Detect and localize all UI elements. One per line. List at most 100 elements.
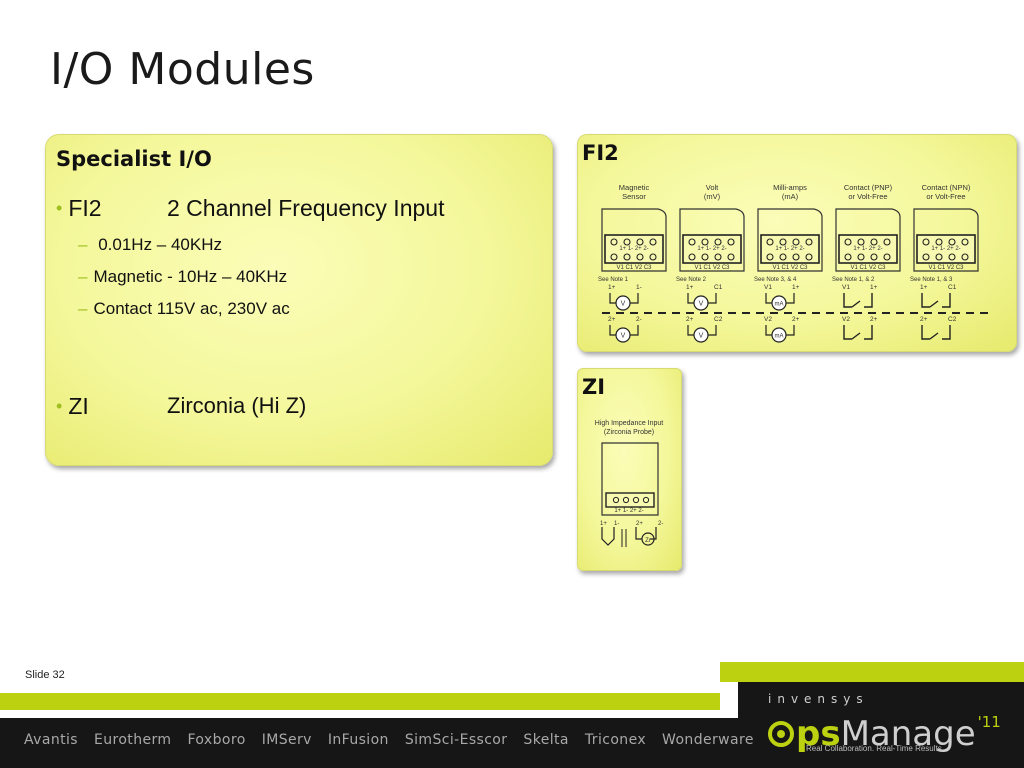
terminal-screw-icon: [935, 238, 943, 246]
terminal-screw-icon: [632, 496, 640, 504]
dash-icon: –: [78, 267, 88, 286]
meter-symbol: V: [621, 301, 626, 308]
footer-link-triconex[interactable]: Triconex: [584, 732, 647, 748]
terminal-screw-icon: [610, 253, 618, 261]
bullet-dot-icon: •: [56, 396, 63, 416]
zi-module-outline: [601, 442, 659, 516]
module-outline: [757, 208, 823, 272]
footer-link-eurotherm[interactable]: Eurotherm: [93, 732, 172, 748]
column-note: See Note 1: [598, 277, 629, 283]
terminal-term: 1+: [870, 284, 878, 291]
terminal-term: C2: [948, 316, 957, 323]
milliamp-meter-icon: [771, 327, 787, 343]
switch-contact-icon: [921, 293, 951, 308]
terminal-term: 1+: [608, 284, 616, 291]
module-outline: [913, 208, 979, 272]
zi-term: 2-: [658, 521, 663, 527]
terminal-screw-icon: [857, 238, 865, 246]
terminal-screw-icon: [623, 238, 631, 246]
sub-bullet: –Contact 115V ac, 230V ac: [78, 299, 290, 319]
column-title: Volt: [706, 183, 719, 192]
zi-diagram-panel: ZI High Impedance Input (Zirconia Probe)…: [577, 368, 682, 571]
terminal-block: [838, 234, 898, 264]
terminal-screw-icon: [870, 253, 878, 261]
module-outline: [601, 208, 667, 272]
terminal-labels-bottom: V1 C1 V2 C3: [850, 265, 886, 271]
bullet-description: Zirconia (Hi Z): [167, 393, 307, 418]
terminal-term: C1: [714, 284, 723, 291]
column-subtitle: (mA): [782, 192, 799, 201]
footer-link-infusion[interactable]: InFusion: [327, 732, 389, 748]
meter-symbol: V: [699, 333, 704, 340]
terminal-term: 2+: [686, 316, 694, 323]
sub-bullet-text: 0.01Hz – 40KHz: [98, 235, 222, 254]
terminal-screw-icon: [688, 238, 696, 246]
footer-link-foxboro[interactable]: Foxboro: [187, 732, 246, 748]
terminal-term: V1: [842, 284, 850, 291]
logo-year-text: '11: [977, 713, 1001, 731]
terminal-labels-top: 1+ 1- 2+ 2-: [619, 246, 648, 252]
terminal-screw-icon: [701, 253, 709, 261]
terminal-screw-icon: [779, 253, 787, 261]
terminal-block: [604, 234, 664, 264]
terminal-screw-icon: [870, 238, 878, 246]
terminal-labels-top: 1+ 1- 2+ 2-: [775, 246, 804, 252]
terminal-term: 2+: [920, 316, 928, 323]
terminal-block: [682, 234, 742, 264]
column-title: Contact (NPN): [922, 183, 971, 192]
footer-link-wonderware[interactable]: Wonderware: [662, 732, 754, 748]
terminal-term: 1+: [792, 284, 800, 291]
terminal-screw-icon: [649, 253, 657, 261]
specialist-io-panel: Specialist I/O •FI2 2 Channel Frequency …: [45, 134, 553, 466]
circuit-wire: [609, 293, 639, 304]
terminal-screw-icon: [883, 253, 891, 261]
terminal-screw-icon: [766, 253, 774, 261]
voltmeter-icon: [693, 327, 709, 343]
invensys-wordmark: invensys: [768, 692, 869, 706]
terminal-screw-icon: [844, 238, 852, 246]
voltmeter-icon: [615, 295, 631, 311]
terminal-screw-icon: [961, 253, 969, 261]
sub-bullet: – 0.01Hz – 40KHz: [78, 235, 222, 255]
footer-accent-strip: [0, 693, 720, 710]
milliamp-meter-icon: [771, 295, 787, 311]
panel-heading: Specialist I/O: [56, 147, 212, 171]
terminal-term: C2: [714, 316, 723, 323]
column-subtitle: or Volt-Free: [848, 192, 887, 201]
circuit-wire: [687, 293, 717, 304]
footer-brand-nav: Avantis Eurotherm Foxboro IMServ InFusio…: [24, 732, 770, 748]
terminal-term: V2: [842, 316, 850, 323]
terminal-term: V2: [764, 316, 772, 323]
zi-terminal-labels: 1+ 1- 2+ 2-: [614, 508, 643, 514]
slide-title: I/O Modules: [50, 44, 315, 95]
zirconia-probe-icon: [641, 532, 655, 546]
terminal-screw-icon: [636, 238, 644, 246]
sub-bullet-text: Contact 115V ac, 230V ac: [93, 299, 290, 318]
footer-link-skelta[interactable]: Skelta: [523, 732, 569, 748]
bullet-fi2: •FI2 2 Channel Frequency Input: [56, 195, 444, 222]
terminal-screw-icon: [961, 238, 969, 246]
terminal-labels-bottom: V1 C1 V2 C3: [928, 265, 964, 271]
brand-tagline: Real Collaboration. Real-Time Results.: [806, 744, 944, 753]
logo-ps-text: ps: [796, 714, 841, 754]
footer-link-imserv[interactable]: IMServ: [261, 732, 312, 748]
column-title: Contact (PNP): [844, 183, 893, 192]
zi-wiring-diagram: High Impedance Input (Zirconia Probe) 1+…: [595, 420, 663, 547]
voltmeter-icon: [615, 327, 631, 343]
meter-symbol: mA: [775, 334, 784, 340]
terminal-labels-bottom: V1 C1 V2 C3: [694, 265, 730, 271]
dash-icon: –: [78, 299, 88, 318]
column-note: See Note 1, & 2: [832, 277, 875, 283]
terminal-screw-icon: [701, 238, 709, 246]
circuit-wire: [765, 325, 795, 336]
zr-wiring: [635, 527, 657, 540]
bullet-code: FI2: [68, 195, 102, 221]
circuit-wire: [765, 293, 795, 304]
slide-number: Slide 32: [25, 669, 65, 681]
footer-link-avantis[interactable]: Avantis: [24, 732, 78, 748]
terminal-term: C1: [948, 284, 957, 291]
footer-link-simsci-esscor[interactable]: SimSci-Esscor: [404, 732, 508, 748]
terminal-screw-icon: [727, 238, 735, 246]
